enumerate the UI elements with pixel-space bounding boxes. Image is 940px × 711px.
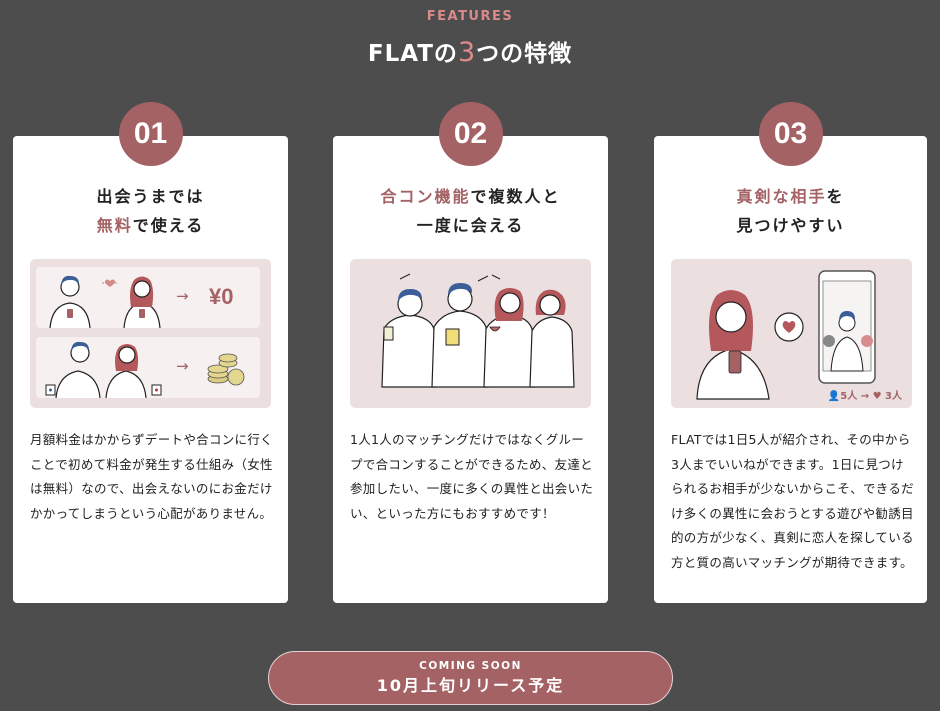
- arrow-icon: →: [176, 357, 189, 375]
- heading-rest: を: [826, 187, 845, 206]
- feature-description: 1人1人のマッチングだけではなくグループで合コンすることができるため、友達と参加…: [350, 432, 594, 521]
- person-icon: 👤: [827, 391, 841, 402]
- heading-line-1: 出会うまでは: [96, 187, 205, 206]
- heart-icon: ♥: [872, 391, 882, 402]
- title-suffix: つの特徴: [476, 41, 573, 67]
- feature-heading: 合コン機能で複数人と 一度に会える: [333, 182, 608, 240]
- cta-label: 10月上旬リリース予定: [376, 676, 565, 695]
- feature-heading: 真剣な相手を 見つけやすい: [654, 182, 927, 240]
- coming-soon-button[interactable]: COMING SOON 10月上旬リリース予定: [268, 651, 673, 705]
- woman-liking-profile-icon: [696, 270, 876, 400]
- feature-description: 月額料金はかからずデートや合コンに行くことで初めて料金が発生する仕組み（女性は無…: [30, 432, 273, 521]
- feature-number-badge: 03: [758, 102, 823, 166]
- heading-rest: で複数人と: [470, 187, 561, 206]
- feature-heading: 出会うまでは 無料で使える: [13, 182, 288, 240]
- title-number: 3: [457, 37, 477, 68]
- feature-number-badge: 02: [438, 102, 503, 166]
- feature-description: FLATでは1日5人が紹介され、その中から3人までいいねができます。1日に見つけ…: [671, 432, 914, 570]
- stat-from: 5人: [840, 391, 858, 402]
- couple-at-cafe-icon: [45, 341, 162, 398]
- stat-arrow: →: [860, 391, 870, 402]
- group-toast-illustration: [350, 259, 591, 408]
- date-row: →: [36, 337, 260, 398]
- heading-line-1: 合コン機能で複数人と: [333, 182, 608, 211]
- coins-icon: [207, 353, 245, 386]
- heading-line-2: 見つけやすい: [736, 216, 845, 235]
- stat-to: 3人: [885, 391, 902, 402]
- arrow-icon: →: [176, 287, 189, 305]
- zero-yen-value: ¥0: [209, 284, 234, 309]
- heading-line-2: 一度に会える: [416, 216, 525, 235]
- daily-matches-illustration: 👤5人 → ♥ 3人: [671, 259, 912, 408]
- features-eyebrow: FEATURES: [426, 9, 514, 24]
- group-of-friends-icon: [381, 273, 575, 388]
- free-until-meet-illustration: → ¥0 →: [30, 259, 271, 408]
- cta-eyebrow: COMING SOON: [419, 660, 522, 672]
- heading-line-1: 真剣な相手を: [654, 182, 927, 211]
- feature-card-2: 02 合コン機能で複数人と 一度に会える 1人1人のマッ: [333, 102, 608, 603]
- heading-line-2: 無料で使える: [13, 211, 288, 240]
- section-title: FLATの3つの特徴: [0, 34, 940, 68]
- heading-accent: 合コン機能: [380, 187, 471, 206]
- feature-number-badge: 01: [118, 102, 183, 166]
- matching-row: → ¥0: [36, 267, 260, 328]
- feature-card-3: 03 真剣な相手を 見つけやすい 👤5人 → ♥ 3人 FLATでは1日5人が紹…: [654, 102, 927, 603]
- title-prefix: FLATの: [367, 41, 458, 67]
- heading-accent: 真剣な相手: [736, 187, 827, 206]
- feature-card-1: 01 出会うまでは 無料で使える → ¥0: [13, 102, 288, 603]
- heading-rest: で使える: [132, 216, 205, 235]
- couple-with-phones-icon: [49, 275, 161, 328]
- heading-accent: 無料: [96, 216, 133, 235]
- likes-stat: 👤5人 → ♥ 3人: [828, 387, 902, 402]
